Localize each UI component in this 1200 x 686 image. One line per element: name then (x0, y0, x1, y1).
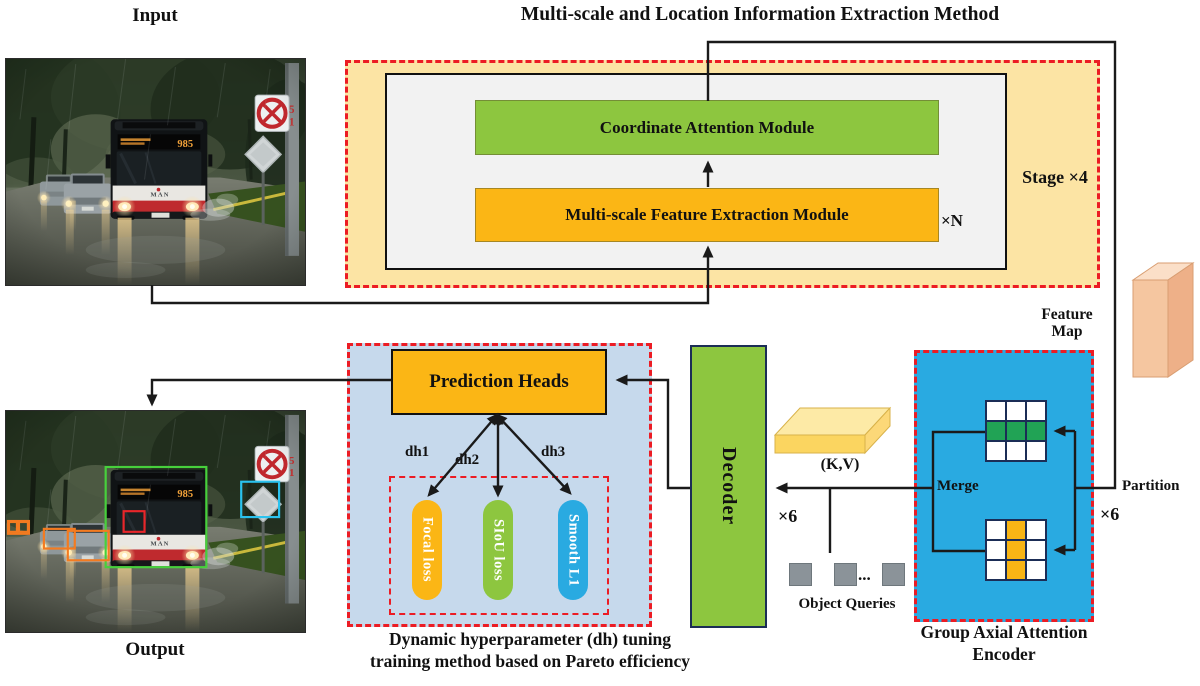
stage-repeat-label: Stage ×4 (1022, 167, 1088, 187)
figure-title: Multi-scale and Location Information Ext… (520, 4, 1000, 25)
object-queries-ellipsis: ... (858, 565, 871, 584)
output-photo (5, 410, 306, 633)
encoder-repeat-label: ×6 (1100, 504, 1120, 524)
detection-box-car-near (66, 529, 110, 562)
encoder-caption-line2: Encoder (972, 644, 1036, 665)
encoder-caption-line1: Group Axial Attention (920, 622, 1088, 642)
siou-loss-pill: SIoU loss (483, 500, 513, 600)
dh2-label: dh2 (455, 452, 480, 468)
feature-map-label-line1: Feature (1041, 306, 1093, 323)
output-label: Output (125, 639, 185, 660)
detection-box-sign (240, 480, 281, 519)
input-label: Input (132, 5, 178, 26)
object-query-square (882, 563, 905, 586)
feature-map-label-line2: Map (1051, 323, 1083, 341)
kv-label: (K,V) (820, 456, 860, 473)
merge-label: Merge (937, 478, 979, 494)
detection-box-driver (122, 510, 146, 533)
kv-3d-icon (773, 406, 892, 455)
detection-box-bus (104, 465, 208, 569)
dh3-label: dh3 (541, 444, 566, 460)
dh1-label: dh1 (405, 444, 430, 460)
decoder-box: Decoder (690, 345, 767, 628)
detection-overlay (6, 465, 281, 569)
column-attention-grid (985, 519, 1047, 581)
detection-box-small-a (7, 520, 19, 533)
object-query-square (789, 563, 812, 586)
smooth-l1-pill: Smooth L1 (558, 500, 588, 600)
coordinate-attention-module: Coordinate Attention Module (475, 100, 939, 155)
dh-caption-line2: training method based on Pareto efficien… (370, 650, 690, 671)
module-repeat-label: ×N (941, 211, 963, 230)
multiscale-feature-extraction-module: Multi-scale Feature Extraction Module (475, 188, 939, 242)
object-query-square (834, 563, 857, 586)
detection-box-car-far (42, 527, 76, 550)
dh-caption-line1: Dynamic hyperparameter (dh) tuning (388, 629, 672, 649)
decoder-repeat-label: ×6 (778, 506, 798, 526)
detection-box-small-b (17, 520, 30, 533)
row-attention-grid (985, 400, 1047, 462)
prediction-heads-box: Prediction Heads (391, 349, 607, 415)
object-queries-label: Object Queries (798, 596, 896, 612)
focal-loss-pill: Focal loss (412, 500, 442, 600)
input-photo (5, 58, 306, 286)
feature-map-3d-icon (1131, 262, 1195, 378)
partition-label: Partition (1122, 478, 1180, 494)
